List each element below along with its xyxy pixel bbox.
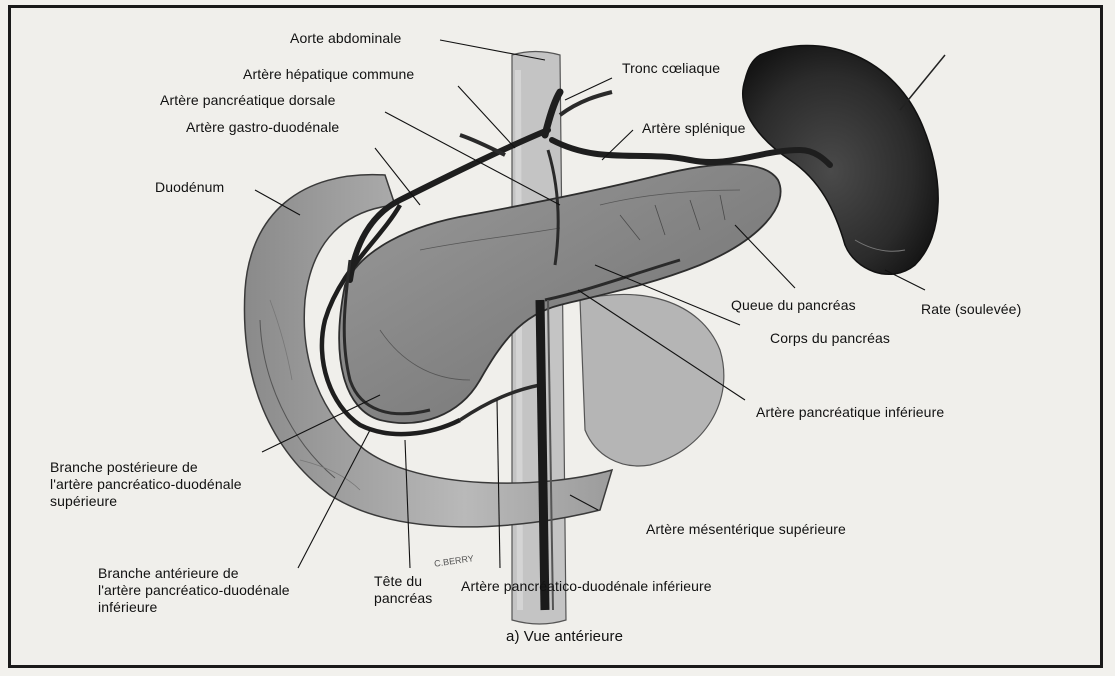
label-queue-du-pancreas: Queue du pancréas [731, 297, 856, 314]
label-artere-mesenterique-superieure: Artère mésentérique supérieure [646, 521, 846, 538]
label-duodenum: Duodénum [155, 179, 224, 196]
jejunum-shape [580, 294, 724, 466]
superior-mesenteric-artery [540, 300, 545, 610]
label-artere-hepatique-commune: Artère hépatique commune [243, 66, 414, 83]
label-branche-anterieure: Branche antérieure de l'artère pancréati… [98, 565, 290, 616]
spleen-shape [743, 45, 938, 274]
label-artere-splenique: Artère splénique [642, 120, 746, 137]
label-artere-gastro-duodenale: Artère gastro-duodénale [186, 119, 339, 136]
figure-caption: a) Vue antérieure [506, 628, 623, 645]
label-branche-posterieure: Branche postérieure de l'artère pancréat… [50, 459, 242, 510]
label-artere-pancreatique-dorsale: Artère pancréatique dorsale [160, 92, 335, 109]
label-rate: Rate (soulevée) [921, 301, 1021, 318]
label-artere-pancreatique-inferieure: Artère pancréatique inférieure [756, 404, 944, 421]
label-tete-du-pancreas: Tête du pancréas [374, 573, 432, 607]
label-tronc-coeliaque: Tronc cœliaque [622, 60, 720, 77]
label-aorte-abdominale: Aorte abdominale [290, 30, 401, 47]
label-artere-pancreatico-duodenale-inferieure: Artère pancréatico-duodénale inférieure [461, 578, 712, 595]
label-corps-du-pancreas: Corps du pancréas [770, 330, 890, 347]
